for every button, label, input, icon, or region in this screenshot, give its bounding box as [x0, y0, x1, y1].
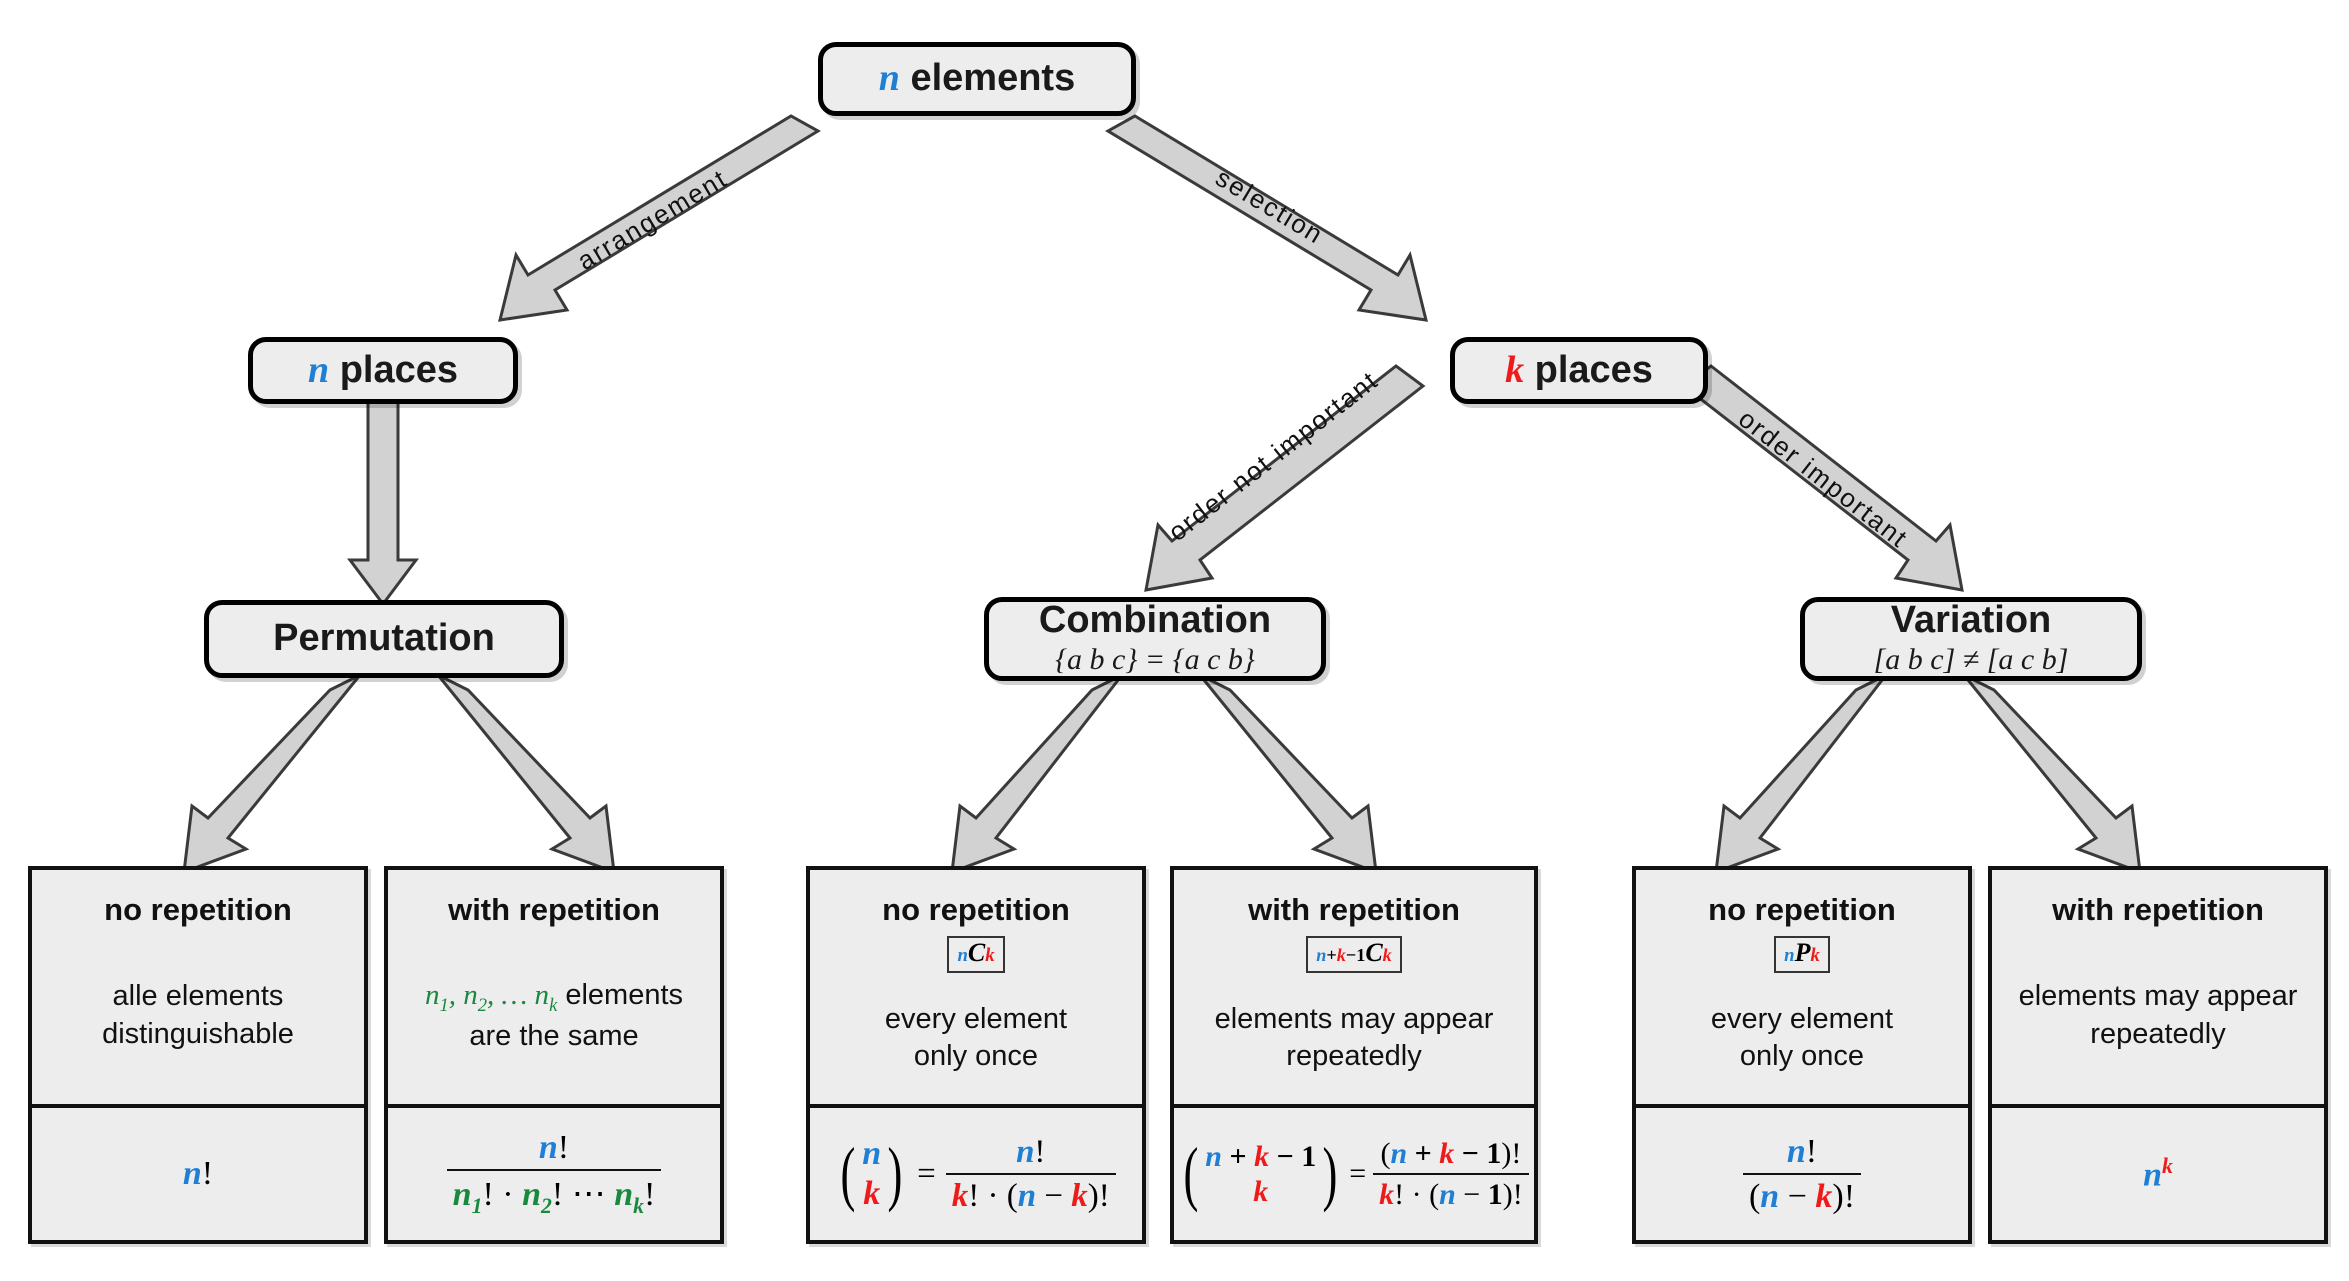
card-head: no repetition: [882, 892, 1070, 927]
formula-multiset-binomial: ( n + k − 1 k ) = (n + k − 1)! k! · (n −…: [1179, 1133, 1529, 1214]
card-formula: n! n1! · n2! ⋯ nk!: [388, 1104, 720, 1240]
card-head: no repetition: [1708, 892, 1896, 927]
card-head: with repetition: [1248, 892, 1460, 927]
card-desc-line2: distinguishable: [102, 1018, 294, 1050]
node-n-places[interactable]: n places: [248, 337, 518, 404]
node-k-places[interactable]: k places: [1450, 337, 1708, 404]
arrow-variation-to-card5: [1714, 673, 1888, 875]
node-root-n-elements[interactable]: n elements: [818, 42, 1136, 116]
card-desc-line1: every element: [1710, 1002, 1894, 1035]
card-top: with repetition elements may appear repe…: [1992, 870, 2324, 1104]
edge-label-arrangement: arrangement: [572, 162, 733, 276]
formula-variation: n! (n − k)!: [1742, 1133, 1862, 1216]
card-formula: n!: [32, 1104, 364, 1240]
card-combination-no-repetition[interactable]: no repetition nCk every element only onc…: [806, 866, 1146, 1244]
card-variation-with-repetition[interactable]: with repetition elements may appear repe…: [1988, 866, 2328, 1244]
node-permutation-title: Permutation: [273, 617, 495, 660]
arrow-permutation-to-card1: [182, 673, 362, 875]
fraction-denominator: n1! · n2! ⋯ nk!: [446, 1169, 662, 1219]
card-top: no repetition alle elements distinguisha…: [32, 870, 364, 1104]
node-root-text: elements: [910, 57, 1076, 100]
card-permutation-with-repetition[interactable]: with repetition n1, n2, … nk elements ar…: [384, 866, 724, 1244]
card-desc-line2: are the same: [469, 1019, 639, 1052]
fraction: (n + k − 1)! k! · (n − 1)!: [1373, 1137, 1529, 1212]
card-desc: every element only once: [879, 1001, 1073, 1076]
node-combination-subtitle: {a b c} = {a c b}: [1055, 642, 1255, 676]
card-combination-with-repetition[interactable]: with repetition n+k−1Ck elements may app…: [1170, 866, 1538, 1244]
card-notation-nPk: nPk: [1774, 936, 1830, 973]
card-desc: every element only once: [1705, 1001, 1899, 1076]
card-notation-npkm1Ck: n+k−1Ck: [1306, 936, 1402, 973]
node-n-places-text: places: [339, 348, 458, 391]
variable-n-subscripts: n1, n2, … nk: [424, 978, 558, 1016]
arrow-combination-to-card3: [950, 673, 1124, 875]
edge-label-order-not-important: order not important: [1162, 364, 1384, 547]
card-variation-no-repetition[interactable]: no repetition nPk every element only onc…: [1632, 866, 1972, 1244]
node-variation[interactable]: Variation [a b c] ≠ [a c b]: [1800, 597, 2142, 681]
card-desc: alle elements distinguishable: [96, 978, 300, 1053]
edge-label-order-important: order important: [1733, 403, 1915, 554]
equals-sign: =: [1349, 1157, 1367, 1190]
card-desc-line2: repeatedly: [2090, 1018, 2226, 1050]
variable-n: n: [182, 1155, 202, 1192]
card-top: with repetition n1, n2, … nk elements ar…: [388, 870, 720, 1104]
binomial-coefficient: ( n + k − 1 k ): [1183, 1133, 1338, 1214]
variable-n: n: [878, 57, 900, 100]
arrow-combination-to-card4: [1198, 673, 1378, 875]
formula-binomial: ( n k ) = n! k! · (n − k)!: [836, 1133, 1116, 1215]
card-head: with repetition: [2052, 892, 2264, 927]
node-k-places-text: places: [1534, 348, 1653, 391]
node-variation-subtitle: [a b c] ≠ [a c b]: [1873, 642, 2069, 676]
node-root-label: n elements: [878, 57, 1076, 100]
node-k-places-label: k places: [1505, 348, 1653, 391]
arrow-k-places-to-combination: [1144, 364, 1426, 592]
card-notation-nCk: nCk: [947, 936, 1005, 973]
arrow-permutation-to-card2: [436, 673, 616, 875]
formula-n-power-k: nk: [2143, 1153, 2173, 1194]
card-head: with repetition: [448, 892, 660, 927]
card-permutation-no-repetition[interactable]: no repetition alle elements distinguisha…: [28, 866, 368, 1244]
card-top: with repetition n+k−1Ck elements may app…: [1174, 870, 1534, 1104]
variable-n: n: [307, 348, 330, 391]
formula-n-factorial: n!: [183, 1155, 213, 1193]
card-top: no repetition nPk every element only onc…: [1636, 870, 1968, 1104]
fraction-numerator: n!: [538, 1129, 570, 1167]
card-desc-line2: only once: [1739, 1040, 1865, 1073]
node-combination[interactable]: Combination {a b c} = {a c b}: [984, 597, 1326, 681]
node-variation-title: Variation: [1890, 599, 2052, 642]
card-top: no repetition nCk every element only onc…: [810, 870, 1142, 1104]
fraction: n! k! · (n − k)!: [945, 1134, 1116, 1215]
node-combination-title: Combination: [1038, 599, 1272, 642]
card-formula: nk: [1992, 1104, 2324, 1240]
card-head: no repetition: [104, 892, 292, 927]
card-desc-line1: elements may appear: [1214, 1002, 1494, 1035]
card-desc: elements may appear repeatedly: [1209, 1001, 1500, 1076]
card-desc-line2: only once: [913, 1040, 1039, 1073]
card-formula: n! (n − k)!: [1636, 1104, 1968, 1240]
card-desc-line1: every element: [884, 1002, 1068, 1035]
edge-label-selection: selection: [1210, 162, 1330, 251]
arrow-n-places-to-permutation: [347, 382, 419, 607]
arrow-variation-to-card6: [1962, 673, 2142, 875]
binomial-coefficient: ( n k ): [840, 1133, 903, 1214]
equals-sign: =: [917, 1155, 936, 1192]
variable-k: k: [1505, 348, 1525, 391]
card-desc-line1: n1, n2, … nk elements: [424, 978, 684, 1016]
card-desc-line2: repeatedly: [1286, 1040, 1422, 1073]
node-permutation[interactable]: Permutation: [204, 600, 564, 678]
factorial-sign: !: [201, 1155, 214, 1192]
card-formula: ( n k ) = n! k! · (n − k)!: [810, 1104, 1142, 1240]
card-desc: n1, n2, … nk elements are the same: [419, 977, 689, 1056]
card-desc: elements may appear repeatedly: [2013, 978, 2304, 1053]
card-desc-line1: elements may appear: [2018, 980, 2298, 1013]
card-formula: ( n + k − 1 k ) = (n + k − 1)! k! · (n −…: [1174, 1104, 1534, 1240]
card-desc-line1: alle elements: [112, 980, 284, 1013]
node-n-places-label: n places: [307, 348, 458, 391]
formula-multiset-permutation: n! n1! · n2! ⋯ nk!: [446, 1129, 662, 1219]
